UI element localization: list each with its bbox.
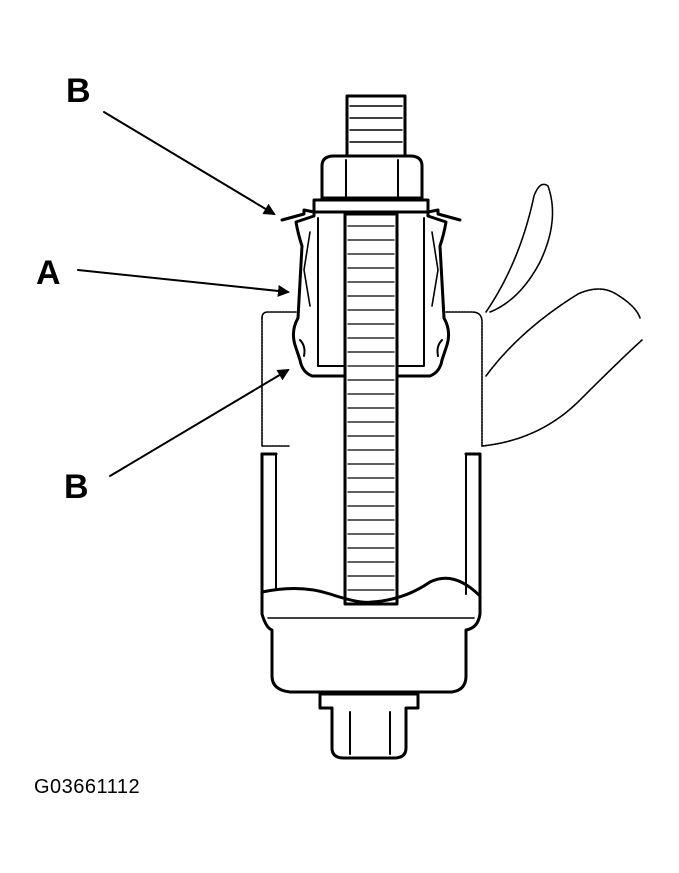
subframe-arm [261,183,643,447]
bolt-top-end [345,94,407,158]
figure-id: G03661112 [34,776,141,798]
bottom-nut [318,692,420,760]
callout-label-a: A [36,254,61,292]
receiver-tube [260,452,482,694]
callout-label-top-b: B [66,72,91,110]
leader-arrow-a [77,269,290,297]
washer [312,198,430,214]
threaded-rod [343,212,399,606]
leader-arrow-top-b [103,111,276,216]
leader-arrow-bottom-b [109,368,290,477]
callout-label-bottom-b: B [64,468,89,506]
top-nut [320,154,424,200]
